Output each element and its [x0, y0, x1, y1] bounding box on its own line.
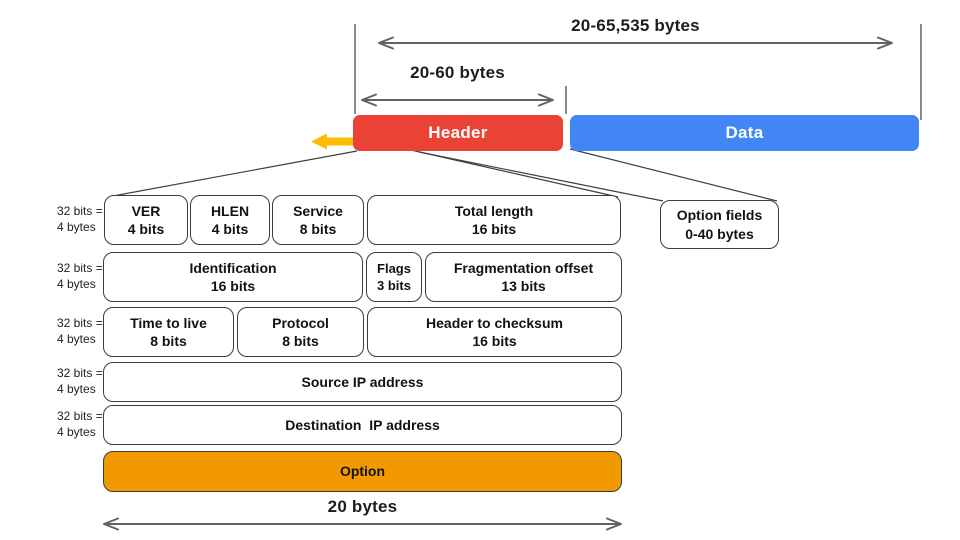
connector-line-left [112, 150, 358, 197]
field-flags: Flags 3 bits [366, 252, 422, 302]
row-size-label: 32 bits = 4 bytes [57, 366, 103, 396]
field-destination-ip: Destination IP address [103, 405, 622, 445]
connector-line-mid-2 [418, 151, 664, 202]
row-size-label: 32 bits = 4 bytes [57, 316, 103, 346]
bottom-range-arrow [103, 517, 622, 531]
data-box: Data [570, 115, 919, 151]
header-box: Header [353, 115, 563, 151]
field-fragmentation-offset: Fragmentation offset 13 bits [425, 252, 622, 302]
row-size-label: 32 bits = 4 bytes [57, 261, 103, 291]
header-range-label: 20-60 bytes [410, 63, 505, 82]
field-service: Service 8 bits [272, 195, 364, 245]
field-total-length: Total length 16 bits [367, 195, 621, 245]
header-connector-lines [112, 148, 778, 202]
header-range-arrow [361, 93, 554, 107]
field-option-fields: Option fields 0-40 bytes [660, 200, 779, 249]
field-identification: Identification 16 bits [103, 252, 363, 302]
field-option-row: Option [103, 451, 622, 492]
field-time-to-live: Time to live 8 bits [103, 307, 234, 357]
field-source-ip: Source IP address [103, 362, 622, 402]
row-size-label: 32 bits = 4 bytes [57, 409, 103, 439]
total-range-arrow [378, 36, 893, 50]
total-range-label: 20-65,535 bytes [571, 16, 700, 35]
bottom-size-label: 20 bytes [327, 497, 398, 516]
field-header-checksum: Header to checksum 16 bits [367, 307, 622, 357]
field-hlen: HLEN 4 bits [190, 195, 270, 245]
row-size-label: 32 bits = 4 bytes [57, 204, 103, 234]
field-protocol: Protocol 8 bits [237, 307, 364, 357]
field-ver: VER 4 bits [104, 195, 188, 245]
connector-line-right [569, 148, 778, 202]
left-pointer-arrow-icon [311, 133, 356, 150]
